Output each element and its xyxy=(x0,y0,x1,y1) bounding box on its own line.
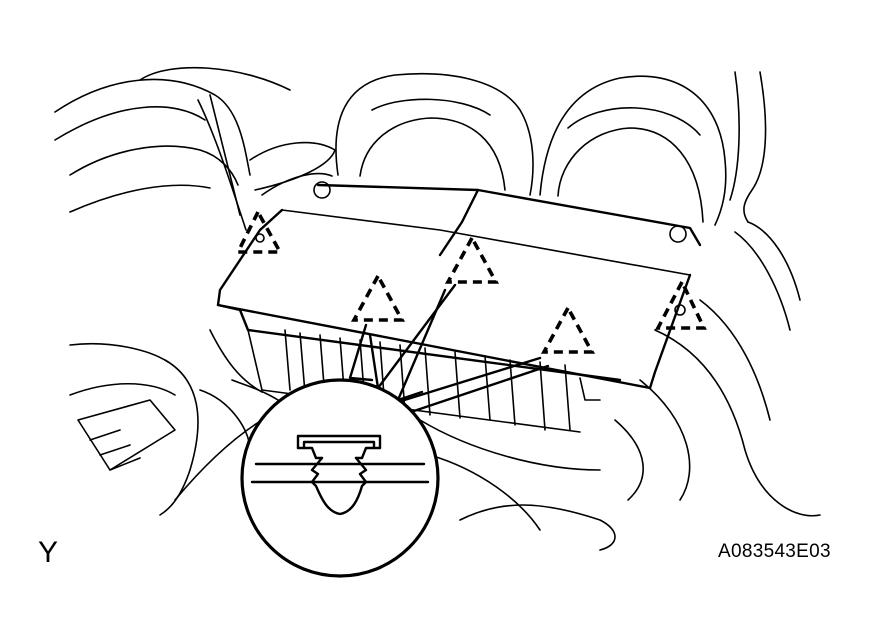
figure-code: A083543E03 xyxy=(718,541,831,562)
clip-marker-left-seat xyxy=(235,208,284,254)
vehicle-body-outline xyxy=(54,66,821,551)
seat-hook-left xyxy=(313,181,331,199)
clip-detail-view xyxy=(240,378,440,578)
luggage-cover-board xyxy=(216,208,692,433)
corner-letter: Y xyxy=(38,536,59,569)
seat-hook-right xyxy=(669,225,687,243)
rear-seat-backs xyxy=(281,72,727,276)
clip-marker-cover-right xyxy=(540,304,596,354)
clip-marker-right-seat xyxy=(655,277,707,330)
clip-marker-cover-left xyxy=(350,272,406,322)
clip-marker-center-seat xyxy=(444,234,500,284)
